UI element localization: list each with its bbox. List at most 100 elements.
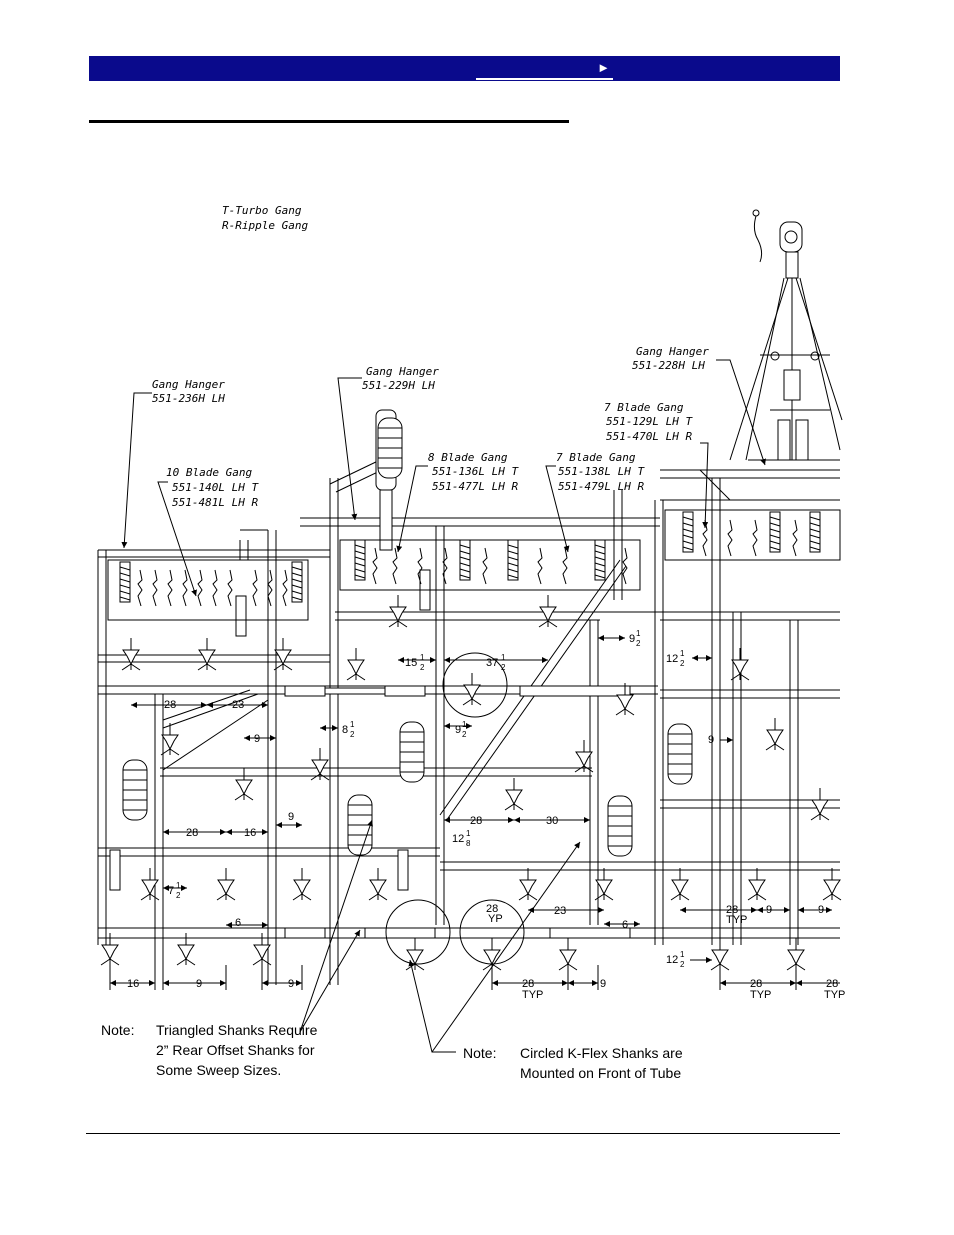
svg-text:TYP: TYP xyxy=(726,914,747,926)
svg-text:7 Blade Gang: 7 Blade Gang xyxy=(556,451,636,464)
callout-gang-hanger-229h: Gang Hanger 551-229H LH xyxy=(337,365,439,521)
svg-text:2: 2 xyxy=(462,730,467,739)
svg-text:9: 9 xyxy=(196,978,202,990)
svg-text:9: 9 xyxy=(766,904,772,916)
svg-text:12: 12 xyxy=(666,954,678,966)
footer-rule xyxy=(86,1133,840,1134)
svg-text:Note:: Note: xyxy=(463,1045,496,1061)
svg-text:23: 23 xyxy=(232,699,244,711)
svg-text:Triangled Shanks Require: Triangled Shanks Require xyxy=(156,1022,318,1038)
svg-text:12: 12 xyxy=(666,653,678,665)
svg-text:1: 1 xyxy=(680,950,685,959)
note-circled-kflex: Note: Circled K-Flex Shanks are Mounted … xyxy=(463,1045,683,1081)
svg-text:1: 1 xyxy=(466,829,471,838)
svg-text:9: 9 xyxy=(708,734,714,746)
gang-8-blade xyxy=(339,539,641,591)
svg-text:9: 9 xyxy=(288,811,294,823)
svg-text:10 Blade Gang: 10 Blade Gang xyxy=(166,466,252,479)
svg-text:2” Rear Offset Shanks for: 2” Rear Offset Shanks for xyxy=(156,1042,315,1058)
svg-text:551-228H LH: 551-228H LH xyxy=(632,359,705,372)
hitch-assembly xyxy=(729,209,843,461)
svg-text:1: 1 xyxy=(350,720,355,729)
svg-text:TYP: TYP xyxy=(750,989,771,1001)
svg-text:8: 8 xyxy=(466,839,471,848)
svg-text:12: 12 xyxy=(452,833,464,845)
svg-text:1: 1 xyxy=(636,629,641,638)
svg-text:37: 37 xyxy=(486,657,498,669)
header-bar: ► xyxy=(89,56,840,81)
svg-text:9: 9 xyxy=(288,978,294,990)
frame xyxy=(97,459,840,985)
svg-text:2: 2 xyxy=(501,663,506,672)
svg-text:7 Blade Gang: 7 Blade Gang xyxy=(604,401,684,414)
legend-turbo: T-Turbo Gang xyxy=(222,204,302,217)
svg-text:551-477L LH R: 551-477L LH R xyxy=(432,480,518,493)
next-page-link[interactable]: ► xyxy=(476,58,613,80)
svg-text:Some Sweep Sizes.: Some Sweep Sizes. xyxy=(156,1062,281,1078)
svg-text:28: 28 xyxy=(826,978,838,990)
svg-text:Gang Hanger: Gang Hanger xyxy=(366,365,439,378)
dimensions: 28 23 9 15 1 2 37 1 2 9 1 2 12 1 2 8 1 2… xyxy=(109,629,845,1001)
title-underline xyxy=(89,120,569,123)
callout-gang-hanger-236h: Gang Hanger 551-236H LH xyxy=(121,378,225,549)
svg-text:1: 1 xyxy=(462,720,467,729)
svg-text:9: 9 xyxy=(455,724,461,736)
svg-text:30: 30 xyxy=(546,815,558,827)
svg-text:551-470L LH R: 551-470L LH R xyxy=(606,430,692,443)
svg-text:1: 1 xyxy=(420,653,425,662)
svg-text:28: 28 xyxy=(486,903,498,915)
gang-10-blade xyxy=(107,559,309,621)
callout-7-blade-gang-left: 7 Blade Gang 551-138L LH T 551-479L LH R xyxy=(545,451,645,553)
svg-text:16: 16 xyxy=(127,978,139,990)
svg-text:TYP: TYP xyxy=(824,989,845,1001)
svg-text:23: 23 xyxy=(554,905,566,917)
svg-text:6: 6 xyxy=(622,919,628,931)
svg-text:2: 2 xyxy=(680,960,685,969)
svg-text:1: 1 xyxy=(680,649,685,658)
callout-10-blade-gang: 10 Blade Gang 551-140L LH T 551-481L LH … xyxy=(157,466,259,597)
svg-text:551-481L LH R: 551-481L LH R xyxy=(172,496,258,509)
next-arrow-icon[interactable]: ► xyxy=(597,60,610,75)
svg-text:2: 2 xyxy=(420,663,425,672)
callout-gang-hanger-228h: Gang Hanger 551-228H LH xyxy=(632,345,766,466)
svg-text:TYP: TYP xyxy=(522,989,543,1001)
note-triangled-shanks: Note: Triangled Shanks Require 2” Rear O… xyxy=(101,1022,318,1078)
svg-text:Gang Hanger: Gang Hanger xyxy=(152,378,225,391)
svg-text:2: 2 xyxy=(176,891,181,900)
svg-text:28: 28 xyxy=(186,827,198,839)
svg-text:1: 1 xyxy=(176,881,181,890)
svg-text:28: 28 xyxy=(726,904,738,916)
svg-text:7: 7 xyxy=(168,885,174,897)
svg-text:2: 2 xyxy=(350,730,355,739)
svg-text:28: 28 xyxy=(470,815,482,827)
svg-text:551-138L LH T: 551-138L LH T xyxy=(558,465,645,478)
svg-text:1: 1 xyxy=(501,653,506,662)
svg-text:15: 15 xyxy=(405,657,417,669)
svg-text:YP: YP xyxy=(488,913,503,925)
svg-text:Note:: Note: xyxy=(101,1022,134,1038)
svg-text:Mounted on Front of Tube: Mounted on Front of Tube xyxy=(520,1065,681,1081)
svg-text:2: 2 xyxy=(680,659,685,668)
svg-text:8: 8 xyxy=(342,724,348,736)
note-leaders xyxy=(299,819,581,1053)
svg-text:Circled K-Flex Shanks are: Circled K-Flex Shanks are xyxy=(520,1045,683,1061)
svg-text:551-129L LH T: 551-129L LH T xyxy=(606,415,693,428)
svg-text:28: 28 xyxy=(522,978,534,990)
svg-text:9: 9 xyxy=(254,733,260,745)
svg-text:Gang Hanger: Gang Hanger xyxy=(636,345,709,358)
svg-text:9: 9 xyxy=(600,978,606,990)
svg-text:9: 9 xyxy=(818,904,824,916)
callout-7-blade-gang-right: 7 Blade Gang 551-129L LH T 551-470L LH R xyxy=(604,401,709,529)
svg-text:16: 16 xyxy=(244,827,256,839)
callout-8-blade-gang: 8 Blade Gang 551-136L LH T 551-477L LH R xyxy=(396,451,519,553)
svg-text:2: 2 xyxy=(636,639,641,648)
svg-text:551-229H LH: 551-229H LH xyxy=(362,379,435,392)
svg-text:8 Blade Gang: 8 Blade Gang xyxy=(428,451,508,464)
svg-text:551-140L LH T: 551-140L LH T xyxy=(172,481,259,494)
svg-text:28: 28 xyxy=(750,978,762,990)
gang-7-blade-right xyxy=(664,509,841,561)
legend-ripple: R-Ripple Gang xyxy=(222,219,308,232)
svg-text:551-479L LH R: 551-479L LH R xyxy=(558,480,644,493)
svg-text:6: 6 xyxy=(235,917,241,929)
